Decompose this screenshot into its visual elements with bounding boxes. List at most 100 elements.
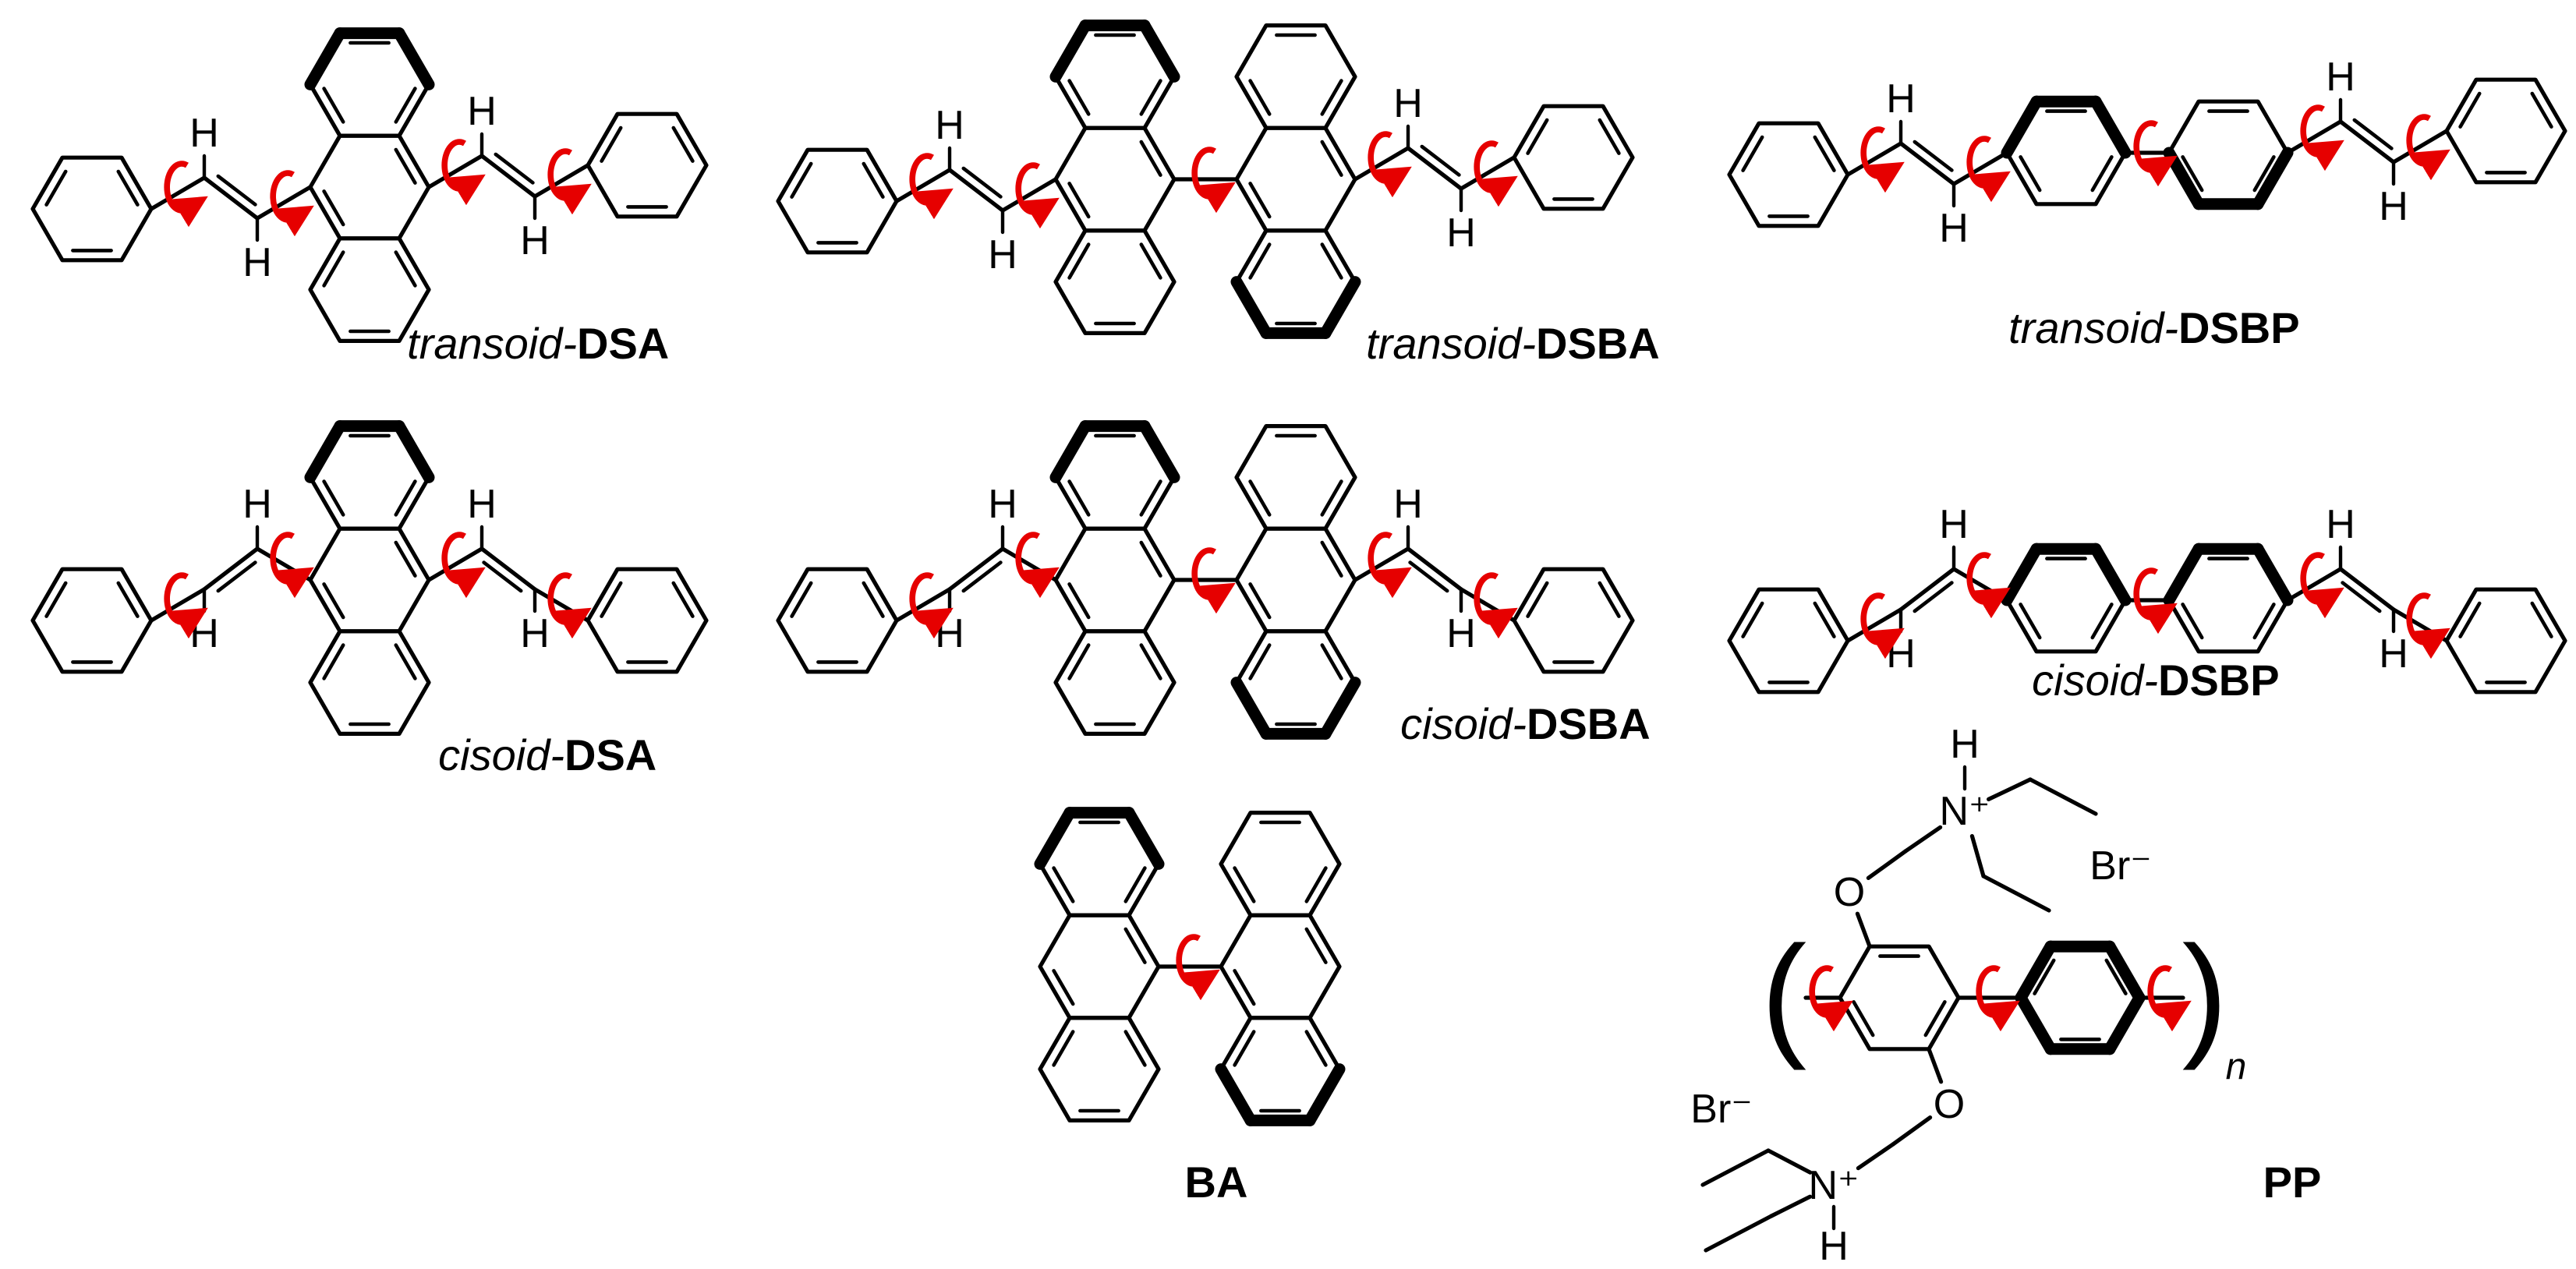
double-bond xyxy=(44,169,68,207)
double-bond xyxy=(394,250,417,288)
bond xyxy=(894,168,952,203)
bold-ring-bond xyxy=(2089,95,2132,159)
hydrogen-label: H xyxy=(1886,631,1916,677)
rotation-arrow-icon xyxy=(270,532,314,599)
label-cisoid-dsbp-prefix: cisoid- xyxy=(2032,656,2158,705)
bold-ring-bond xyxy=(1034,807,1076,870)
double-bond xyxy=(1813,601,1836,638)
bond xyxy=(1406,146,1463,191)
double-bond xyxy=(1320,140,1343,177)
ring-bond xyxy=(1234,424,1357,531)
hydrogen-label: H xyxy=(1446,611,1476,656)
rotation-arrow-icon xyxy=(909,153,954,220)
rotation-arrow-icon xyxy=(1191,547,1236,614)
rotation-arrow-icon xyxy=(1474,572,1518,639)
rotation-arrow-icon xyxy=(909,572,954,639)
ring-bond xyxy=(1053,526,1177,634)
bond xyxy=(1704,1214,1774,1253)
hydrogen-label: H xyxy=(467,482,497,527)
bond xyxy=(947,546,1005,592)
double-bond xyxy=(2458,601,2482,638)
hydrogen-label: H xyxy=(2326,502,2355,547)
double-bond xyxy=(1320,643,1343,680)
bond xyxy=(426,546,484,582)
double-bond xyxy=(394,147,417,185)
ring-bond xyxy=(1234,23,1357,130)
bond xyxy=(1927,1047,1944,1084)
repeat-subscript-n: n xyxy=(2226,1046,2247,1087)
double-bond xyxy=(961,560,1003,593)
double-bond xyxy=(1248,79,1272,116)
bond xyxy=(202,546,260,592)
rotation-arrow-icon xyxy=(2133,120,2178,187)
double-bond xyxy=(1320,479,1343,517)
bond xyxy=(1700,1148,1771,1187)
bond xyxy=(1459,155,1516,191)
rotation-arrow-icon xyxy=(1966,552,2011,619)
bond xyxy=(149,587,207,623)
double-bond xyxy=(2530,601,2553,638)
hydrogen-label: H xyxy=(2379,631,2408,677)
double-bond xyxy=(600,581,623,618)
hydrogen-label: H xyxy=(189,111,219,156)
rotation-arrow-icon xyxy=(1966,136,2011,203)
ring-bond xyxy=(776,567,899,674)
rotation-arrow-icon xyxy=(547,148,592,215)
bromide-label: Br⁻ xyxy=(2089,843,2151,889)
label-cisoid-dsa-prefix: cisoid- xyxy=(438,730,564,779)
label-cisoid-dsa-name: DSA xyxy=(564,730,656,779)
double-bond xyxy=(1408,560,1449,593)
paren-open-symbol: ( xyxy=(1761,918,1807,1071)
rotation-arrow-icon xyxy=(1474,140,1518,207)
double-bond xyxy=(671,581,695,618)
bond xyxy=(1866,849,1908,881)
double-bond xyxy=(862,581,885,618)
bond xyxy=(479,546,537,592)
double-bond xyxy=(1123,1030,1147,1067)
bold-ring-bond xyxy=(1215,1063,1257,1126)
ring-bond xyxy=(30,155,154,263)
hydrogen-label: H xyxy=(1886,76,1916,122)
bold-ring-bond xyxy=(393,420,435,483)
label-cisoid-dsba-name: DSBA xyxy=(1527,699,1651,748)
bold-ring-bond xyxy=(2163,543,2205,606)
bold-ring-bond xyxy=(1138,19,1180,83)
rotation-arrow-icon xyxy=(164,161,208,228)
double-bond xyxy=(1139,479,1162,517)
double-bond xyxy=(1052,969,1075,1006)
bond xyxy=(2338,567,2396,612)
double-bond xyxy=(1526,581,1549,618)
rotation-arrow-icon xyxy=(2300,552,2344,619)
bond xyxy=(2028,777,2098,816)
double-bond xyxy=(2033,958,2056,995)
ring-bond xyxy=(1727,587,1850,695)
bond xyxy=(894,587,952,623)
double-bond xyxy=(2019,603,2042,640)
ring-bond xyxy=(1053,228,1177,335)
label-transoid-dsbp-name: DSBP xyxy=(2178,303,2300,352)
ring-bond xyxy=(1234,125,1357,233)
double-bond xyxy=(1123,927,1147,964)
double-bond xyxy=(1067,182,1091,219)
bold-ring-bond xyxy=(1123,807,1165,870)
bold-ring-bond xyxy=(2104,940,2146,1004)
bond xyxy=(1855,911,1872,949)
double-bond xyxy=(2090,155,2114,193)
double-bond xyxy=(2252,155,2276,193)
double-bond xyxy=(1320,540,1343,578)
double-bond xyxy=(44,581,68,618)
bromide-label: Br⁻ xyxy=(1690,1087,1752,1132)
rotation-arrow-icon xyxy=(1015,532,1060,599)
double-bond xyxy=(1139,79,1162,116)
hydrogen-label: H xyxy=(2326,55,2355,100)
bond xyxy=(1987,777,2033,802)
bond xyxy=(1903,825,1943,854)
polymer-symbols: ( ) n xyxy=(1761,918,2247,1087)
double-bond xyxy=(1304,1030,1328,1067)
hydrogen-label: H xyxy=(1939,502,1969,547)
bold-ring-bond xyxy=(2001,543,2043,606)
hydrogen-label: H xyxy=(242,482,272,527)
